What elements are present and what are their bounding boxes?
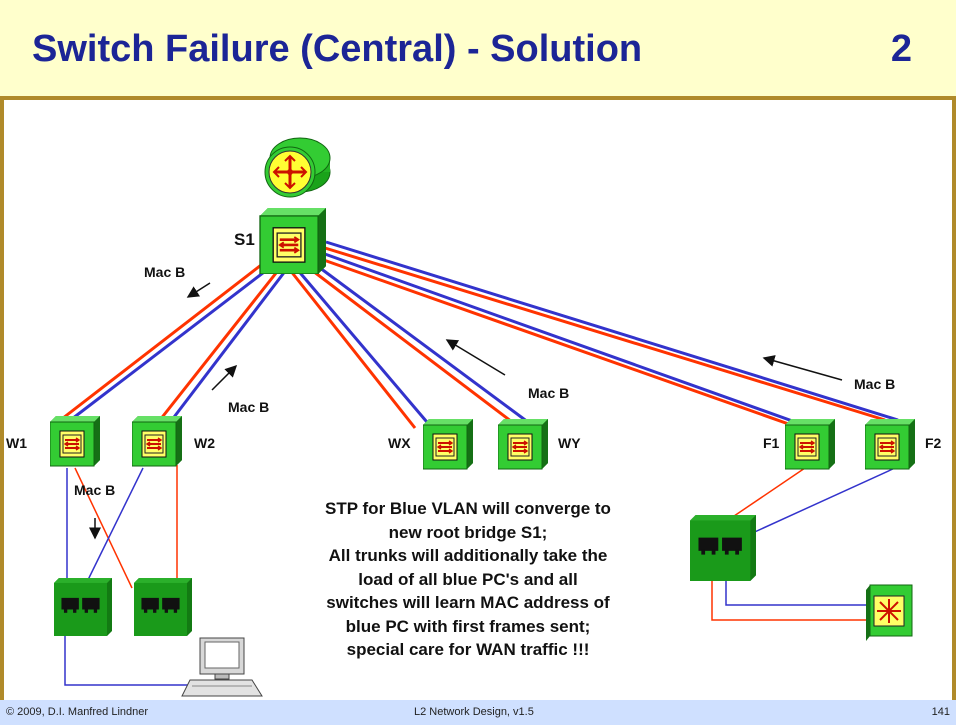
note-line: switches will learn MAC address of (326, 593, 610, 612)
label-wy: WY (558, 435, 581, 451)
label-mac-w1: Mac B (74, 482, 115, 498)
router-icon (264, 137, 331, 198)
pc-icon (181, 637, 263, 697)
switch-s1-icon (258, 208, 328, 274)
label-wx: WX (388, 435, 411, 451)
footer-course: L2 Network Design, v1.5 (414, 706, 534, 718)
access-switch-2-icon (134, 578, 192, 636)
links-red (53, 246, 886, 430)
note-line: blue PC with first frames sent; (345, 616, 591, 636)
slide-body (0, 100, 956, 700)
switch-w1-icon (50, 415, 100, 467)
switch-wy-icon (498, 418, 548, 470)
mac-arrows (89, 282, 843, 540)
label-s1: S1 (234, 230, 255, 249)
links-blue (63, 240, 899, 430)
note-line: STP for Blue VLAN will converge to (325, 499, 611, 518)
label-mac-right: Mac B (854, 376, 895, 392)
label-f1: F1 (763, 435, 780, 451)
label-mac-left: Mac B (144, 264, 185, 280)
label-w2: W2 (194, 435, 215, 451)
label-mac-w2: Mac B (228, 399, 269, 415)
explanation-text: STP for Blue VLAN will converge to new r… (236, 497, 700, 662)
switch-w2-icon (132, 415, 182, 467)
wan-device-icon (866, 584, 913, 641)
note-line: special care for WAN traffic !!! (346, 640, 590, 659)
access-switch-1-icon (54, 578, 112, 636)
footer-bar: © 2009, D.I. Manfred Lindner L2 Network … (0, 700, 956, 725)
note-line: load of all blue PC's and all (358, 569, 578, 589)
switch-wx-icon (423, 418, 473, 470)
label-mac-mid: Mac B (528, 385, 569, 401)
title-bar: Switch Failure (Central) - Solution 2 (0, 0, 956, 100)
switch-f2-icon (865, 418, 915, 470)
label-w1: W1 (6, 435, 27, 451)
footer-copyright: © 2009, D.I. Manfred Lindner (6, 706, 149, 718)
slide-subnumber: 2 (890, 28, 912, 70)
network-diagram: S1 W1 W2 WX WY F1 F2 Mac B Mac B Mac B M… (6, 137, 942, 697)
slide-title: Switch Failure (Central) - Solution (32, 28, 643, 70)
footer-page-number: 141 (931, 706, 950, 718)
note-line: All trunks will additionally take the (328, 546, 608, 565)
switch-f1-icon (785, 418, 835, 470)
label-f2: F2 (925, 435, 942, 451)
note-line: new root bridge S1; (388, 522, 548, 542)
